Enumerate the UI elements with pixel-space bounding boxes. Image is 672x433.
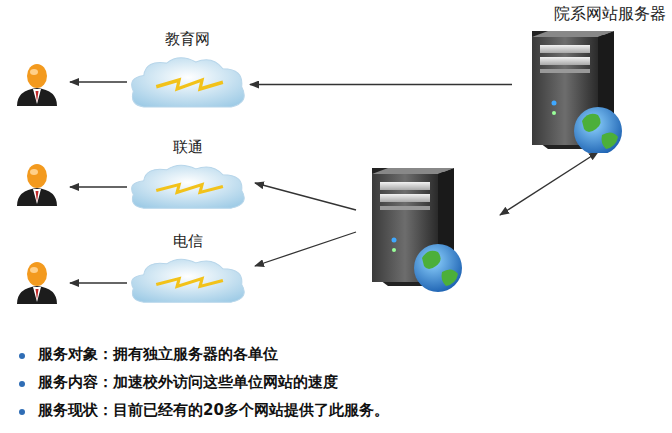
network-cloud: 电信 — [125, 230, 250, 310]
bullet-text: 服务现状：目前已经有的20多个网站提供了此服务。 — [38, 401, 389, 420]
network-name: 电信 — [125, 230, 250, 253]
network-name: 教育网 — [125, 28, 250, 51]
server-icon — [518, 29, 628, 153]
server-name: 院系网站服务器 — [512, 2, 670, 27]
cloud-shape — [125, 255, 250, 310]
cloud-shape — [125, 161, 250, 216]
web-server: 院系网站服务器 — [512, 2, 670, 153]
network-cloud: 教育网 — [125, 28, 250, 116]
arrow-connector — [250, 84, 512, 85]
cloud-shape — [125, 53, 250, 116]
network-cloud: 联通 — [125, 136, 250, 216]
bullet-text: 服务对象：拥有独立服务器的各单位 — [38, 345, 278, 364]
bullet-text: 服务内容：加速校外访问这些单位网站的速度 — [38, 373, 338, 392]
network-name: 联通 — [125, 136, 250, 159]
